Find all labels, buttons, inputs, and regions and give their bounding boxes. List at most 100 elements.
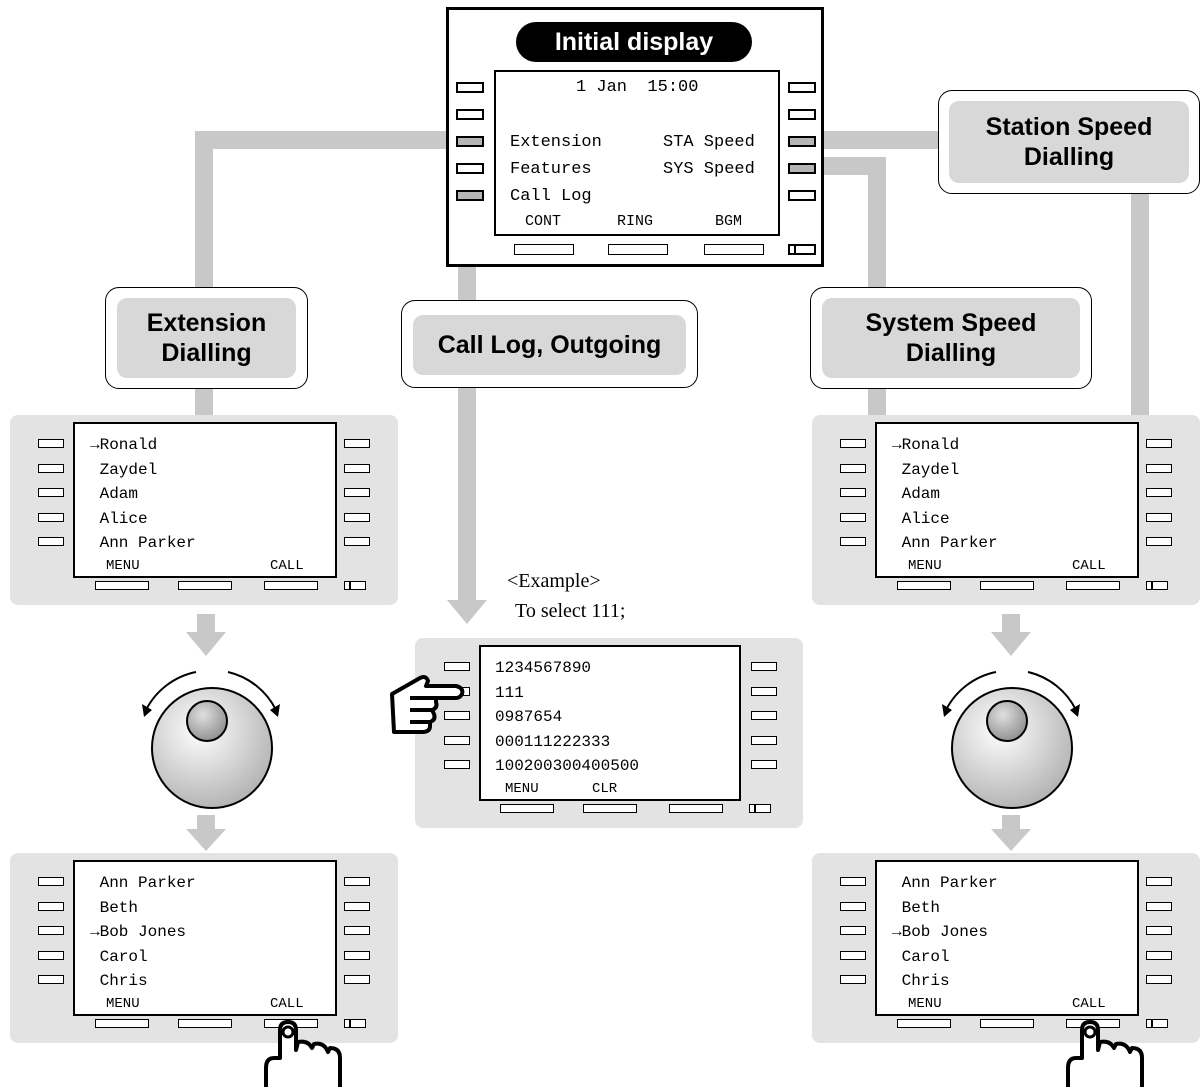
right-line-key-2[interactable] (1146, 463, 1172, 473)
left-key-features[interactable] (456, 163, 484, 174)
left-key-extension[interactable] (456, 136, 484, 147)
right-key-sta-speed[interactable] (788, 136, 816, 147)
soft-key-cont[interactable] (514, 244, 574, 255)
right-key-2[interactable] (788, 109, 816, 120)
directory-entry[interactable]: →Ronald (892, 436, 960, 454)
jog-dial-icon[interactable] (938, 660, 1088, 810)
right-line-key-1[interactable] (1146, 877, 1172, 886)
directory-entry[interactable]: Zaydel (892, 460, 960, 479)
directory-entry[interactable]: Beth (892, 898, 941, 917)
soft-key-2[interactable] (178, 1019, 232, 1028)
directory-entry[interactable]: Ann Parker (90, 874, 196, 892)
soft-key-small[interactable] (1146, 1019, 1168, 1028)
left-line-key-1[interactable] (38, 877, 64, 886)
right-line-key-2[interactable] (344, 901, 370, 911)
call-log-entry[interactable]: 000111222333 (495, 732, 611, 751)
right-line-key-1[interactable] (344, 877, 370, 886)
directory-entry[interactable]: Carol (892, 947, 950, 966)
right-line-key-5[interactable] (1146, 975, 1172, 984)
left-line-key-2[interactable] (840, 901, 866, 911)
left-line-key-1[interactable] (38, 439, 64, 448)
left-key-2[interactable] (456, 109, 484, 120)
directory-entry[interactable]: Ann Parker (90, 534, 196, 552)
soft-key-bgm[interactable] (704, 244, 764, 255)
left-key-call-log[interactable] (456, 190, 484, 201)
right-key-5[interactable] (788, 190, 816, 201)
soft-key-2[interactable] (980, 1019, 1034, 1028)
soft-key-small[interactable] (788, 244, 816, 255)
call-log-entry[interactable]: 0987654 (495, 708, 563, 726)
call-log-entry[interactable]: 100200300400500 (495, 757, 640, 775)
left-line-key-3[interactable] (38, 926, 64, 935)
left-line-key-1[interactable] (840, 439, 866, 448)
right-line-key-4[interactable] (344, 512, 370, 522)
left-line-key-5[interactable] (840, 537, 866, 546)
soft-key-2[interactable] (980, 581, 1034, 590)
directory-entry[interactable]: Alice (90, 509, 148, 528)
left-line-key-3[interactable] (840, 488, 866, 497)
left-line-key-4[interactable] (38, 950, 64, 960)
right-line-key-3[interactable] (344, 488, 370, 497)
left-line-key-3[interactable] (444, 711, 470, 720)
directory-entry[interactable]: Zaydel (90, 460, 158, 479)
left-line-key-2[interactable] (840, 463, 866, 473)
soft-key-ring[interactable] (608, 244, 668, 255)
directory-entry[interactable]: Carol (90, 947, 148, 966)
soft-key-3[interactable] (669, 804, 723, 813)
left-line-key-4[interactable] (840, 950, 866, 960)
left-line-key-3[interactable] (38, 488, 64, 497)
left-line-key-2[interactable] (38, 463, 64, 473)
call-log-entry[interactable]: 1234567890 (495, 659, 592, 677)
right-line-key-1[interactable] (751, 662, 777, 671)
right-line-key-3[interactable] (344, 926, 370, 935)
right-line-key-5[interactable] (344, 975, 370, 984)
soft-key-small[interactable] (749, 804, 771, 813)
call-log-entry[interactable]: 111 (495, 683, 524, 702)
soft-key-small[interactable] (344, 1019, 366, 1028)
right-line-key-3[interactable] (1146, 488, 1172, 497)
right-line-key-4[interactable] (751, 735, 777, 745)
left-key-1[interactable] (456, 82, 484, 93)
left-line-key-5[interactable] (38, 537, 64, 546)
soft-key-3[interactable] (264, 581, 318, 590)
right-line-key-5[interactable] (1146, 537, 1172, 546)
left-line-key-3[interactable] (840, 926, 866, 935)
directory-entry[interactable]: Beth (90, 898, 139, 917)
right-line-key-5[interactable] (344, 537, 370, 546)
right-line-key-3[interactable] (1146, 926, 1172, 935)
soft-key-1[interactable] (500, 804, 554, 813)
directory-entry[interactable]: →Bob Jones (892, 923, 989, 941)
directory-entry[interactable]: Ann Parker (892, 534, 998, 552)
left-line-key-4[interactable] (38, 512, 64, 522)
soft-key-small[interactable] (1146, 581, 1168, 590)
soft-key-1[interactable] (95, 1019, 149, 1028)
directory-entry[interactable]: Chris (892, 972, 950, 990)
right-line-key-4[interactable] (1146, 950, 1172, 960)
left-line-key-5[interactable] (444, 760, 470, 769)
right-line-key-2[interactable] (751, 686, 777, 696)
soft-key-3[interactable] (1066, 581, 1120, 590)
right-line-key-4[interactable] (344, 950, 370, 960)
left-line-key-5[interactable] (840, 975, 866, 984)
right-line-key-5[interactable] (751, 760, 777, 769)
directory-entry[interactable]: Alice (892, 509, 950, 528)
soft-key-small[interactable] (344, 581, 366, 590)
left-line-key-2[interactable] (38, 901, 64, 911)
directory-entry[interactable]: Chris (90, 972, 148, 990)
directory-entry[interactable]: →Ronald (90, 436, 158, 454)
directory-entry[interactable]: Adam (90, 485, 139, 503)
soft-key-1[interactable] (897, 1019, 951, 1028)
right-line-key-2[interactable] (1146, 901, 1172, 911)
directory-entry[interactable]: →Bob Jones (90, 923, 187, 941)
directory-entry[interactable]: Ann Parker (892, 874, 998, 892)
right-key-sys-speed[interactable] (788, 163, 816, 174)
right-line-key-3[interactable] (751, 711, 777, 720)
left-line-key-4[interactable] (444, 735, 470, 745)
directory-entry[interactable]: Adam (892, 485, 941, 503)
right-key-1[interactable] (788, 82, 816, 93)
right-line-key-4[interactable] (1146, 512, 1172, 522)
soft-key-1[interactable] (95, 581, 149, 590)
soft-key-2[interactable] (583, 804, 637, 813)
left-line-key-4[interactable] (840, 512, 866, 522)
left-line-key-1[interactable] (444, 662, 470, 671)
